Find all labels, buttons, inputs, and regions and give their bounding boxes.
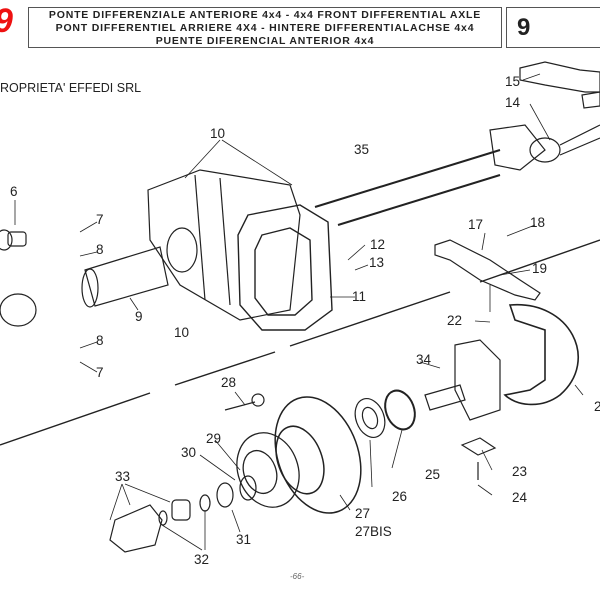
callout-8: 8 [96, 242, 104, 257]
top-note: ····· [220, 0, 232, 3]
leader-lines [14, 73, 584, 551]
callout-2x: 2 [594, 399, 600, 414]
callout-26: 26 [392, 489, 408, 504]
callout-9: 9 [135, 309, 143, 324]
steering-arm-19 [434, 239, 541, 301]
callout-32: 32 [194, 552, 210, 567]
callout-34: 34 [416, 352, 432, 367]
bolt-28 [224, 393, 265, 411]
callout-28: 28 [221, 375, 237, 390]
callout-14: 14 [505, 95, 521, 110]
differential-housing [147, 169, 301, 321]
callout-11: 11 [352, 289, 367, 304]
title-line-3: PUENTE DIFERENCIAL ANTERIOR 4x4 [155, 35, 375, 47]
callout-29: 29 [206, 431, 222, 446]
wheel-hub [236, 432, 300, 508]
bearing-26 [354, 398, 386, 438]
callout-25: 25 [425, 467, 441, 482]
plate-23 [460, 437, 497, 456]
left-axle-tube [81, 246, 169, 308]
callout-24: 24 [512, 490, 528, 505]
left-cv-joint [0, 229, 37, 327]
callout-35: 35 [354, 142, 370, 157]
callout-17: 17 [468, 217, 484, 232]
centerline [0, 239, 600, 446]
title-line-2: PONT DIFFERENTIEL ARRIERE 4X4 - HINTERE … [55, 22, 475, 34]
callout-30: 30 [181, 445, 197, 460]
callout-31: 31 [236, 532, 252, 547]
steering-knuckle-34 [424, 339, 501, 421]
callout-33: 33 [115, 469, 131, 484]
brake-disc-27 [274, 396, 362, 514]
callout-7: 7 [96, 212, 104, 227]
callout-18: 18 [530, 215, 546, 230]
axle-shaft-lines [314, 149, 501, 226]
page-ref-box: 9 [506, 7, 600, 48]
callout-22: 22 [447, 313, 463, 328]
diagram-title-box: PONTE DIFFERENZIALE ANTERIORE 4x4 - 4x4 … [28, 7, 502, 48]
hub-lock-33 [109, 504, 163, 553]
brand-logo: 9 [0, 2, 16, 42]
callout-8-lower: 8 [96, 333, 104, 348]
callout-13: 13 [369, 255, 385, 270]
right-cv-joint [489, 124, 600, 171]
callout-23: 23 [512, 464, 528, 479]
callout-10: 10 [210, 126, 226, 141]
title-line-1: PONTE DIFFERENZIALE ANTERIORE 4x4 - 4x4 … [48, 9, 482, 21]
callout-12: 12 [370, 237, 386, 252]
callout-6: 6 [10, 184, 18, 199]
callout-7-lower: 7 [96, 365, 104, 380]
lever-15 [519, 61, 600, 93]
callout-10-lower: 10 [174, 325, 190, 340]
owner-watermark: ROPRIETA' EFFEDI SRL [0, 81, 142, 95]
callout-19: 19 [532, 261, 548, 276]
callout-27: 27 [355, 506, 371, 521]
nut-top-right [581, 91, 600, 109]
brake-dust-shield [503, 304, 579, 406]
page-number: -66- [290, 572, 305, 581]
seal-25 [384, 389, 416, 431]
cover-plate [237, 204, 333, 331]
callout-27bis: 27BIS [355, 524, 392, 539]
callout-15: 15 [505, 74, 521, 89]
